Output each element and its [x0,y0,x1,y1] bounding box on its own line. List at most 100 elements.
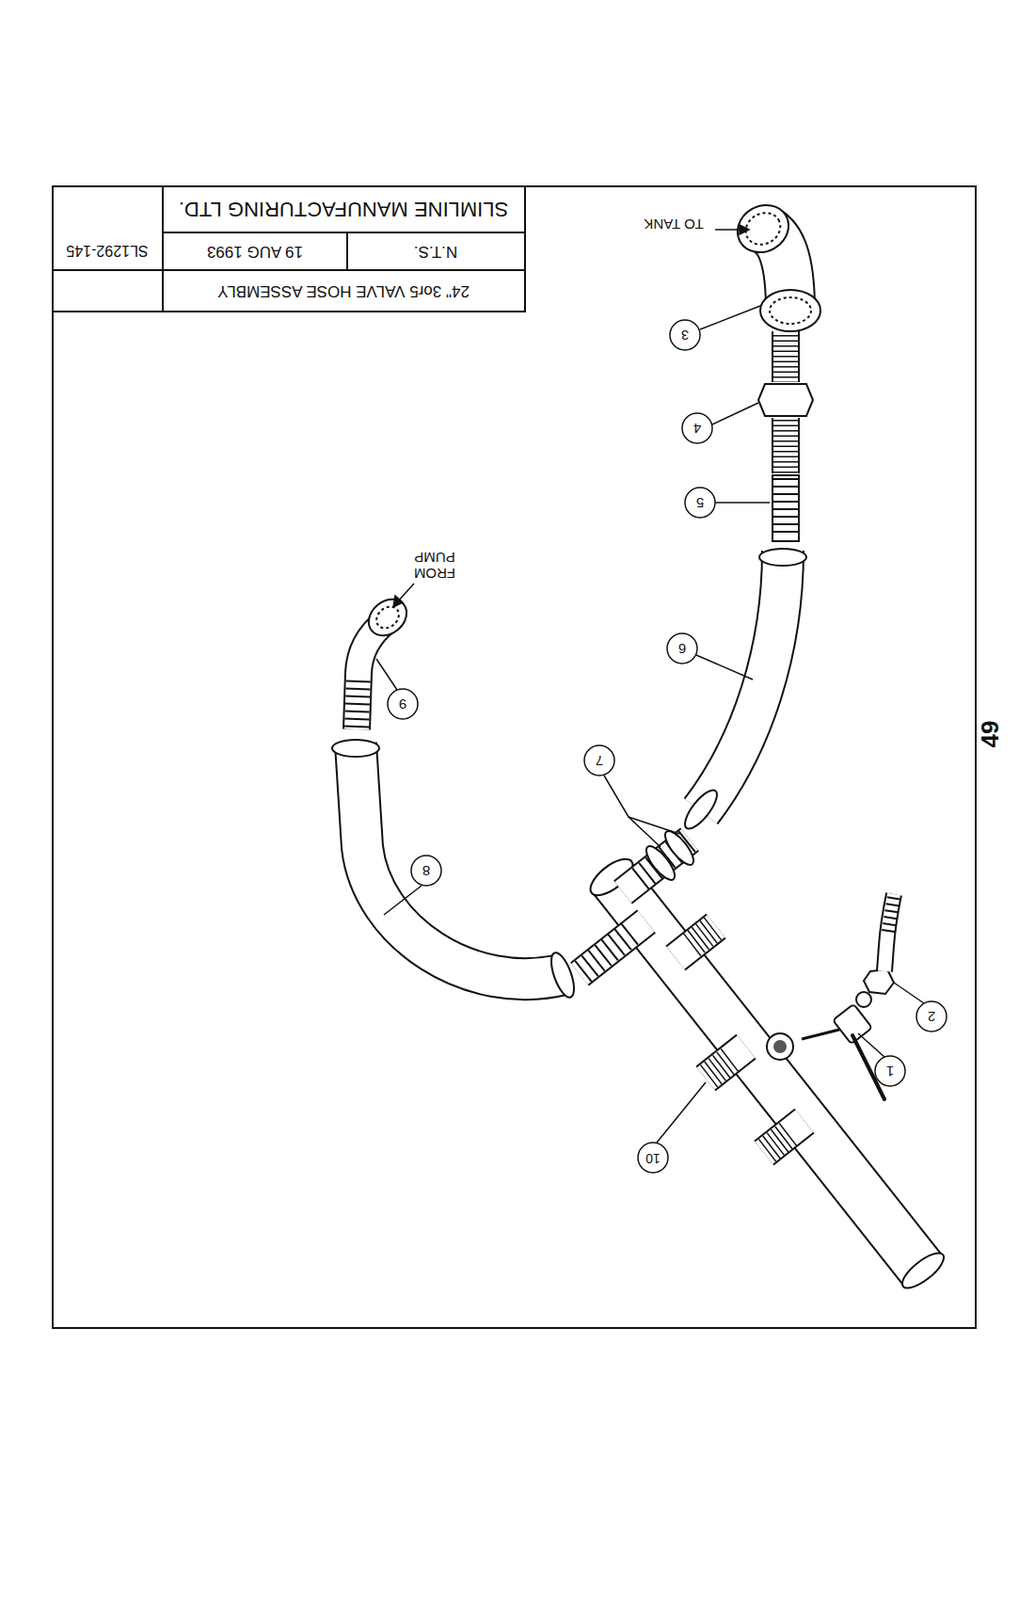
hex-nut [863,969,894,994]
hose-clamp [759,548,807,566]
nipple-outline [771,331,800,383]
elbow-opening [361,591,414,643]
valve-thread [801,1029,840,1039]
nipple-threads [691,925,717,945]
elbow-body [356,621,386,730]
callout-number: 2 [927,1008,936,1025]
callout-number: 6 [678,640,686,657]
flow-note: FROM PUMP [406,549,463,581]
date-value: 19 AUG 1993 [207,242,303,261]
hose-clamp [332,739,380,757]
flow-arrowhead [393,595,403,607]
drawing-title: 24" 3or5 VALVE HOSE ASSEMBLY [217,282,470,301]
nipple-threads [764,1133,789,1153]
barb-ridges [356,675,359,728]
callout-circle [411,855,442,886]
nipple-body [773,417,798,474]
callout-circle [669,319,701,351]
callout-number: 1 [886,1063,894,1080]
elbow-body [884,893,894,972]
leader-lines [376,224,924,1143]
border-frame [52,186,976,1328]
hose-outline [355,743,565,979]
callout-number: 4 [693,420,701,437]
manifold-outline [611,876,924,1271]
nipple-body [705,1046,747,1079]
nipple-body [764,1120,805,1153]
nipple-threads [773,419,798,474]
manifold-end [897,1246,950,1293]
leader-line [893,982,924,1004]
leader-line [376,658,398,690]
nipple-outline [705,1046,747,1079]
callout-circle [667,633,698,664]
elbow-threads [740,207,787,252]
manifold-body [611,876,924,1271]
hose-outline [700,550,783,812]
title-block-rule [161,186,164,312]
barb-ridges [888,895,894,932]
callout-circle [637,1142,669,1173]
elbow-threads [769,297,812,324]
callout-number: 3 [681,327,689,344]
company-name: SLIMLINE MANUFACTURING LTD. [178,197,509,221]
barb-ridges [773,477,798,539]
clamps [332,548,807,1001]
leader-line [656,1082,706,1143]
title-block-rule [162,231,526,234]
callout-circles [387,319,947,1173]
scale-value: N.T.S. [414,242,458,261]
tank-fittings [729,195,821,542]
callout-circle [584,745,615,776]
leader-line [715,501,770,504]
nipple-threads [773,334,798,383]
callout-number: 9 [398,696,407,713]
hoses [355,550,783,979]
valve-outlet [856,991,872,1007]
nipple-outline [675,925,717,958]
elbow-threads [372,602,404,633]
valve-port-hole [773,1039,787,1053]
leader-line [383,885,422,915]
title-block-rule [346,232,349,271]
hose-body [355,743,565,979]
nipple-body [675,925,717,958]
elbow-opening [760,289,821,332]
leader-line [700,305,761,330]
drawing-number: SL1292-145 [65,241,148,259]
nipple-body [773,331,798,383]
nipple-threads [705,1059,731,1079]
leader-bracket [604,775,661,847]
pump-fitting [356,591,414,730]
elbow-outline [884,893,894,972]
leader-bracket [628,816,680,834]
hex-nipple [758,383,813,416]
callout-number: 5 [696,494,704,511]
hose-clamp [546,949,579,1000]
drawing-frame [52,186,976,1328]
page-number: 49 [976,720,1004,749]
leader-line [712,402,759,425]
callout-circle [875,1055,906,1086]
flow-note: TO TANK [643,216,703,233]
leader-line [858,1033,885,1057]
title-block [52,186,526,312]
barb-outline [579,921,647,974]
hose-clamp [680,785,723,833]
hose-barb [772,475,799,542]
title-block-rule [52,269,526,271]
elbow-outline [356,621,386,730]
valve-port [766,1033,794,1060]
manifold [579,839,949,1294]
leader-line [696,654,753,680]
callout-number: 7 [595,752,604,769]
elbow-opening [729,195,797,262]
callout-number: 10 [645,1149,661,1164]
flow-arrowhead [739,224,749,235]
nipple-outline [764,1120,805,1153]
callout-circle [684,487,716,518]
callout-number: 8 [422,862,430,879]
callout-circle [916,1001,947,1032]
hose-body [700,550,783,812]
